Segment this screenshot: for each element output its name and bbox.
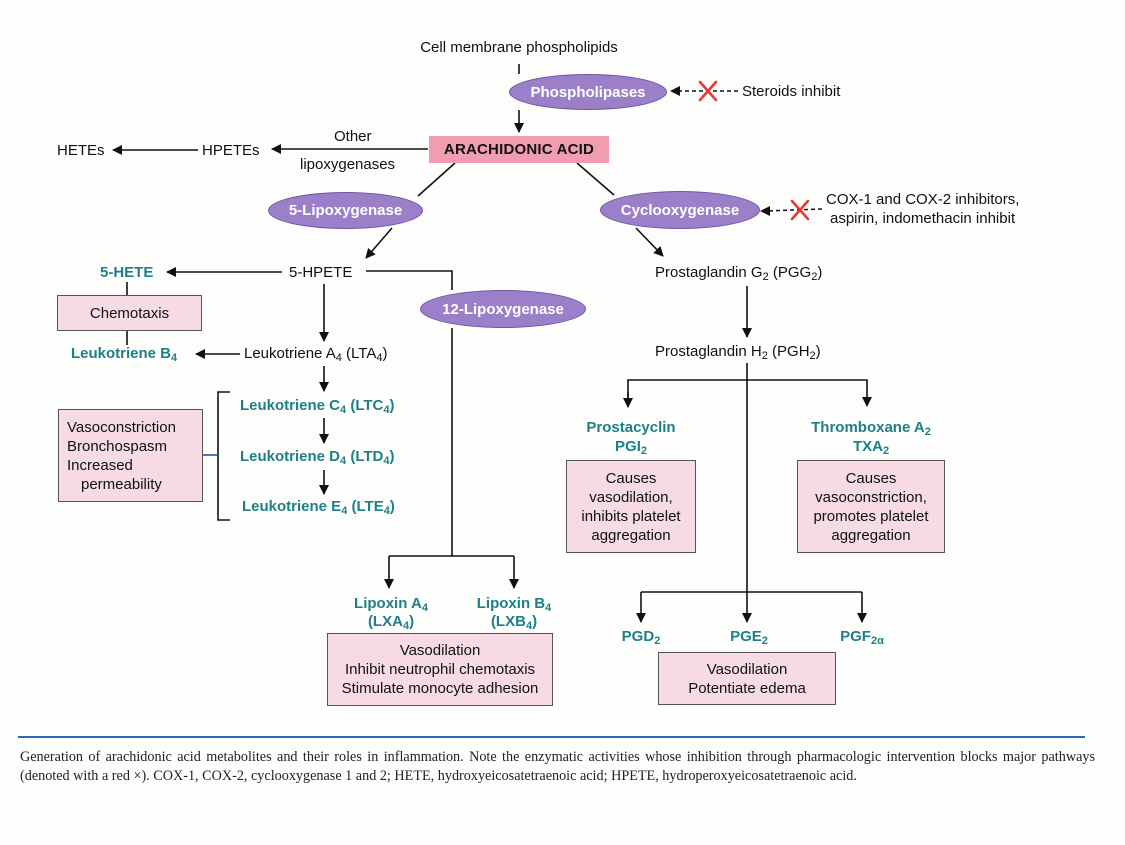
steroids-label: Steroids inhibit [742, 83, 841, 100]
pgd2-label: PGD2 [621, 628, 661, 647]
prostaglandin-g2-label: Prostaglandin G2 (PGG2) [655, 264, 823, 283]
lipoxygenases-label: lipoxygenases [300, 156, 396, 173]
leukotriene-a4-label: Leukotriene A4 (LTA4) [244, 345, 388, 364]
cyclooxygenase-oval: Cyclooxygenase [600, 191, 760, 229]
leukotriene-d4-label: Leukotriene D4 (LTD4) [240, 448, 395, 467]
cox-inhibitors-label-1: COX-1 and COX-2 inhibitors, [826, 191, 1020, 208]
lipoxin-a4-label: Lipoxin A4 [354, 595, 428, 614]
txa2-label: TXA2 [852, 438, 890, 457]
caption-divider [18, 736, 1085, 738]
leukotriene-c4-label: Leukotriene C4 (LTC4) [240, 397, 395, 416]
cox-inhibitors-label-2: aspirin, indomethacin inhibit [830, 210, 1016, 227]
pgf2a-label: PGF2α [840, 628, 884, 647]
pgi2-label: PGI2 [615, 438, 647, 457]
thromboxane-a2-label: Thromboxane A2 [811, 419, 931, 438]
connector-arrows [112, 64, 872, 623]
chemotaxis-box: Chemotaxis [57, 295, 202, 331]
5-lipoxygenase-oval: 5-Lipoxygenase [268, 192, 423, 229]
lxb4-label: (LXB4) [490, 613, 538, 632]
prostacyclin-label: Prostacyclin [586, 419, 676, 436]
hpetes-label: HPETEs [202, 142, 260, 159]
5-hete-label: 5-HETE [100, 264, 154, 281]
cell-membrane-label: Cell membrane phospholipids [420, 39, 618, 56]
prostaglandin-h2-label: Prostaglandin H2 (PGH2) [655, 343, 821, 362]
pathway-diagram: Cell membrane phospholipids Phospholipas… [57, 39, 1020, 706]
hetes-label: HETEs [57, 142, 105, 159]
phospholipases-oval: Phospholipases [509, 74, 667, 110]
arachidonic-acid-box: ARACHIDONIC ACID [429, 136, 609, 163]
pge2-label: PGE2 [730, 628, 768, 647]
figure-caption: Generation of arachidonic acid metabolit… [20, 749, 1095, 784]
leukotriene-b4-label: Leukotriene B4 [71, 345, 178, 364]
lipoxin-b4-label: Lipoxin B4 [476, 595, 552, 614]
leukotriene-e4-label: Leukotriene E4 (LTE4) [242, 498, 395, 517]
5-hpete-label: 5-HPETE [289, 264, 353, 281]
12-lipoxygenase-oval: 12-Lipoxygenase [420, 290, 586, 328]
lxa4-label: (LXA4) [367, 613, 415, 632]
other-label: Other [334, 128, 372, 145]
